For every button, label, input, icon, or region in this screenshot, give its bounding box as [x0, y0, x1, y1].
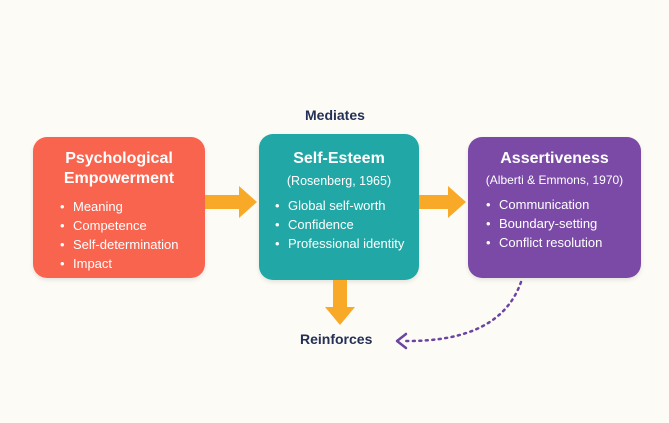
list-item: Impact	[60, 254, 179, 273]
self-esteem-citation: (Rosenberg, 1965)	[286, 174, 392, 188]
assertiveness-list: Communication Boundary-setting Conflict …	[486, 195, 602, 252]
psychological-empowerment-box: Psychological Empowerment Meaning Compet…	[33, 137, 205, 278]
assertiveness-citation: (Alberti & Emmons, 1970)	[485, 173, 624, 187]
arrow-empowerment-to-self-esteem	[205, 186, 257, 218]
mediates-label: Mediates	[305, 107, 365, 123]
assertiveness-title: Assertiveness	[500, 150, 609, 167]
assertiveness-box: Assertiveness (Alberti & Emmons, 1970) C…	[468, 137, 641, 278]
reinforces-label: Reinforces	[300, 331, 373, 347]
list-item: Global self-worth	[275, 196, 406, 215]
list-item: Professional identity	[275, 234, 406, 253]
arrow-self-esteem-down	[325, 280, 355, 325]
list-item: Boundary-setting	[486, 214, 602, 233]
arrow-self-esteem-to-assertiveness	[419, 186, 466, 218]
empowerment-list: Meaning Competence Self-determination Im…	[60, 197, 179, 273]
list-item: Confidence	[275, 215, 406, 234]
empowerment-title-line1: Psychological	[65, 150, 173, 167]
list-item: Self-determination	[60, 235, 179, 254]
arrowhead-feedback	[395, 332, 408, 350]
self-esteem-box: Self-Esteem (Rosenberg, 1965) Global sel…	[259, 134, 419, 280]
arrow-assertiveness-feedback	[403, 280, 523, 343]
self-esteem-title: Self-Esteem	[293, 150, 385, 167]
empowerment-title-line2: Empowerment	[63, 170, 175, 187]
list-item: Conflict resolution	[486, 233, 602, 252]
list-item: Meaning	[60, 197, 179, 216]
list-item: Competence	[60, 216, 179, 235]
list-item: Communication	[486, 195, 602, 214]
self-esteem-list: Global self-worth Confidence Professiona…	[275, 196, 406, 253]
